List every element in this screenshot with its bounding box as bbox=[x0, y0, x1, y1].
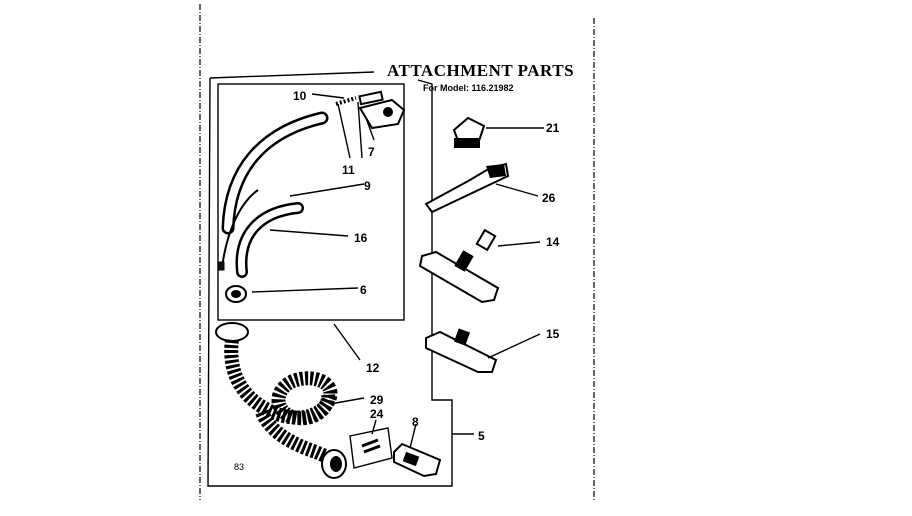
adapter-clip bbox=[349, 427, 393, 469]
clip-part bbox=[358, 90, 384, 106]
callout-26: 26 bbox=[542, 191, 556, 205]
crevice-tool bbox=[424, 162, 510, 214]
callout-15: 15 bbox=[546, 327, 560, 341]
callout-12: 12 bbox=[366, 361, 380, 375]
callout-24: 24 bbox=[370, 407, 384, 421]
callout-21: 21 bbox=[546, 121, 560, 135]
upholstery-nozzle bbox=[425, 330, 498, 373]
hose-cuff bbox=[215, 322, 249, 342]
wand-cord bbox=[221, 189, 259, 269]
spring-part bbox=[335, 96, 357, 106]
wand-group-outline bbox=[217, 83, 405, 321]
callout-10: 10 bbox=[293, 89, 307, 103]
diagram-title: ATTACHMENT PARTS bbox=[387, 61, 574, 80]
callout-16: 16 bbox=[354, 231, 368, 245]
leader-lines bbox=[251, 93, 544, 449]
callout-11: 11 bbox=[342, 163, 355, 177]
callout-9: 9 bbox=[364, 179, 371, 193]
callout-5: 5 bbox=[478, 429, 485, 443]
callout-8: 8 bbox=[412, 415, 419, 429]
coiled-hose bbox=[224, 339, 347, 471]
callout-29: 29 bbox=[370, 393, 384, 407]
cord-plug bbox=[217, 261, 225, 271]
kit-boundary-outline bbox=[207, 71, 453, 487]
page-code: 83 bbox=[234, 462, 244, 472]
callout-7: 7 bbox=[368, 145, 375, 159]
callout-6: 6 bbox=[360, 283, 367, 297]
callout-14: 14 bbox=[546, 235, 560, 249]
floor-brush bbox=[418, 250, 500, 304]
model-subtitle: For Model: 116.21982 bbox=[423, 83, 514, 93]
swivel-handle bbox=[358, 98, 406, 130]
